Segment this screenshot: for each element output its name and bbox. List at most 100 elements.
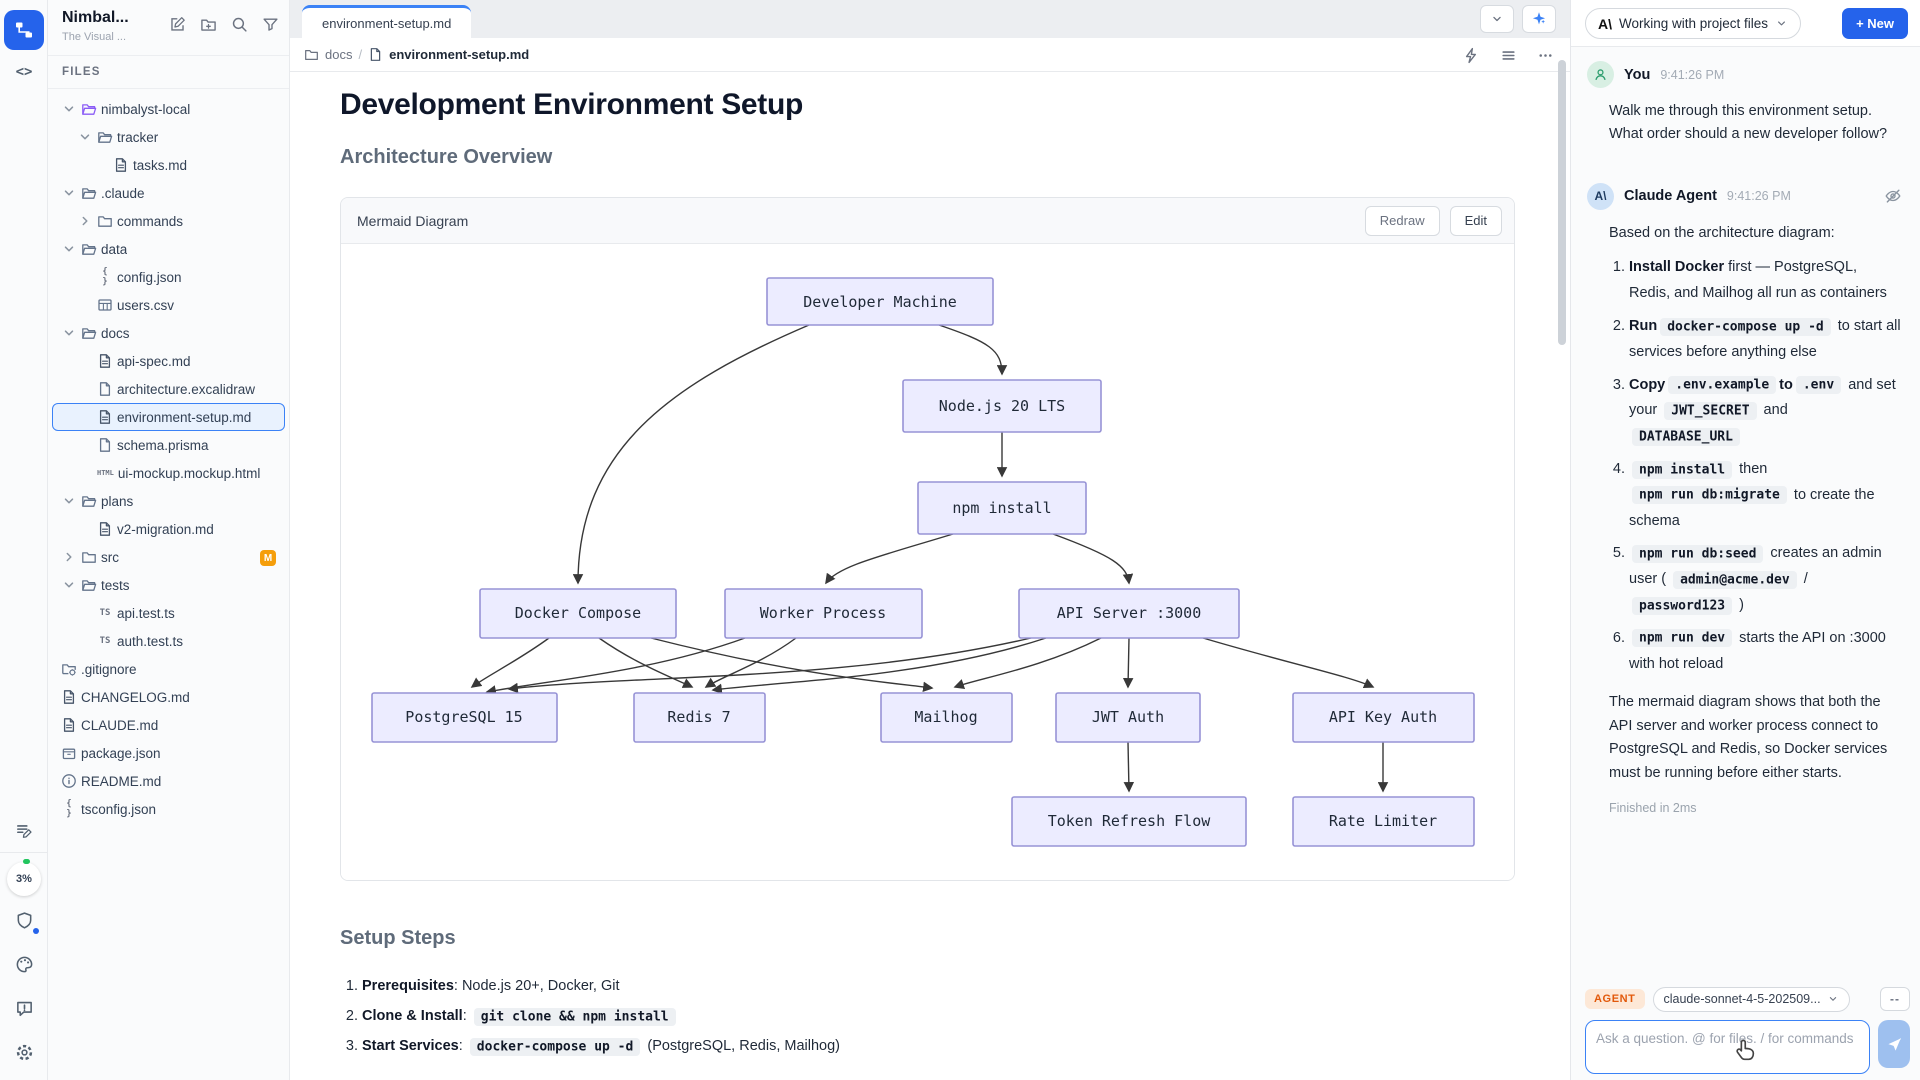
diagram-node-api-key-auth[interactable]: API Key Auth bbox=[1292, 692, 1475, 743]
tree-item-api-spec-md[interactable]: api-spec.md bbox=[52, 347, 285, 375]
chevron-down-icon bbox=[1829, 997, 1836, 1001]
file-tree: nimbalyst-local tracker tasks.md .claude… bbox=[48, 89, 289, 823]
redraw-button[interactable]: Redraw bbox=[1364, 205, 1440, 236]
model-selector[interactable]: claude-sonnet-4-5-202509... bbox=[1652, 986, 1850, 1012]
modified-badge: M bbox=[260, 550, 276, 566]
chevron-down-icon[interactable] bbox=[77, 129, 93, 145]
chevron-down-icon[interactable] bbox=[61, 577, 77, 593]
eye-off-icon[interactable] bbox=[1884, 187, 1902, 205]
settings-button[interactable] bbox=[0, 1036, 48, 1068]
tree-item-claude[interactable]: .claude bbox=[52, 179, 285, 207]
tab-environment-setup[interactable]: environment-setup.md bbox=[302, 5, 472, 38]
inline-code: npm run db:seed bbox=[1632, 544, 1764, 563]
diagram-node-postgresql[interactable]: PostgreSQL 15 bbox=[371, 692, 558, 743]
edge-devmachine-node bbox=[938, 324, 1008, 376]
diagram-node-nodejs[interactable]: Node.js 20 LTS bbox=[902, 379, 1102, 433]
tree-item-commands[interactable]: commands bbox=[52, 207, 285, 235]
tree-item-users-csv[interactable]: users.csv bbox=[52, 291, 285, 319]
tree-item-gitignore[interactable]: .gitignore bbox=[52, 655, 285, 683]
breadcrumb-folder[interactable]: docs bbox=[325, 47, 353, 62]
diagram-node-worker-process[interactable]: Worker Process bbox=[724, 588, 923, 639]
tree-item-config-json[interactable]: { }config.json bbox=[52, 263, 285, 291]
folder-open-icon bbox=[82, 188, 97, 199]
chevron-down-icon[interactable] bbox=[61, 493, 77, 509]
chevron-down-icon bbox=[1778, 21, 1786, 26]
diagram-node-redis[interactable]: Redis 7 bbox=[633, 692, 766, 743]
diagram-node-mailhog[interactable]: Mailhog bbox=[880, 692, 1013, 743]
chevron-down-icon[interactable] bbox=[61, 101, 77, 117]
chevron-right-icon[interactable] bbox=[77, 213, 93, 229]
tree-item-nimbalyst-local[interactable]: nimbalyst-local bbox=[52, 95, 285, 123]
tree-item-tests[interactable]: tests bbox=[52, 571, 285, 599]
tree-item-tasks-md[interactable]: tasks.md bbox=[52, 151, 285, 179]
tree-item-tracker[interactable]: tracker bbox=[52, 123, 285, 151]
zap-icon[interactable] bbox=[1463, 47, 1480, 64]
svg-text:Worker Process: Worker Process bbox=[760, 604, 886, 622]
chat-mode-selector[interactable]: A\ Working with project files bbox=[1585, 8, 1802, 39]
message-alert-icon bbox=[16, 1001, 32, 1016]
diagram-node-jwt-auth[interactable]: JWT Auth bbox=[1055, 692, 1201, 743]
chevron-right-icon[interactable] bbox=[61, 549, 77, 565]
tab-list-button[interactable] bbox=[1480, 5, 1514, 33]
tree-item-tsconfig-json[interactable]: { }tsconfig.json bbox=[52, 795, 285, 823]
ai-new-tab-button[interactable] bbox=[1522, 5, 1556, 33]
diagram-node-rate-limiter[interactable]: Rate Limiter bbox=[1292, 796, 1475, 847]
tree-item-environment-setup-md[interactable]: environment-setup.md bbox=[52, 403, 285, 431]
diagram-node-developer-machine[interactable]: Developer Machine bbox=[766, 277, 994, 326]
edit-button[interactable]: Edit bbox=[1449, 205, 1502, 236]
diagram-node-docker-compose[interactable]: Docker Compose bbox=[479, 588, 677, 639]
svg-text:PostgreSQL 15: PostgreSQL 15 bbox=[405, 708, 522, 726]
menu-icon[interactable] bbox=[1500, 47, 1517, 64]
folder-gear-icon bbox=[62, 664, 77, 677]
tree-item-changelog-md[interactable]: CHANGELOG.md bbox=[52, 683, 285, 711]
chevron-down-icon[interactable] bbox=[61, 325, 77, 341]
tree-item-readme-md[interactable]: README.md bbox=[52, 767, 285, 795]
chat-input[interactable] bbox=[1585, 1020, 1870, 1074]
inline-code: JWT_SECRET bbox=[1664, 401, 1757, 420]
chevron-down-icon[interactable] bbox=[61, 241, 77, 257]
breadcrumb-file[interactable]: environment-setup.md bbox=[389, 47, 530, 62]
new-folder-button[interactable] bbox=[200, 16, 217, 33]
tree-item-plans[interactable]: plans bbox=[52, 487, 285, 515]
inline-code: docker-compose up -d bbox=[1660, 317, 1831, 336]
svg-text:JWT Auth: JWT Auth bbox=[1092, 708, 1164, 726]
app-logo[interactable] bbox=[4, 10, 44, 50]
diagram-node-npm-install[interactable]: npm install bbox=[917, 481, 1087, 535]
search-button[interactable] bbox=[231, 16, 248, 33]
edge-devmachine-dockercompose bbox=[572, 324, 810, 585]
svg-text:npm install: npm install bbox=[952, 499, 1051, 517]
diagram-node-token-refresh[interactable]: Token Refresh Flow bbox=[1011, 796, 1247, 847]
usage-badge[interactable]: 3% bbox=[7, 859, 41, 896]
edge-apiserver-postgres bbox=[507, 637, 1032, 694]
filter-button[interactable] bbox=[262, 16, 279, 33]
send-button[interactable] bbox=[1878, 1020, 1910, 1068]
security-button[interactable] bbox=[0, 904, 48, 936]
editor-scrollbar-thumb[interactable] bbox=[1558, 60, 1566, 345]
inline-code: npm install bbox=[1632, 460, 1733, 479]
tree-item-docs[interactable]: docs bbox=[52, 319, 285, 347]
tree-item-schema-prisma[interactable]: schema.prisma bbox=[52, 431, 285, 459]
tree-item-package-json[interactable]: package.json bbox=[52, 739, 285, 767]
diagram-node-api-server[interactable]: API Server :3000 bbox=[1018, 588, 1240, 639]
footer-more-button[interactable]: -- bbox=[1880, 987, 1910, 1011]
tree-item-claude-md[interactable]: CLAUDE.md bbox=[52, 711, 285, 739]
chat-header: A\ Working with project files + New bbox=[1571, 0, 1920, 47]
tree-item-data[interactable]: data bbox=[52, 235, 285, 263]
theme-button[interactable] bbox=[0, 948, 48, 980]
new-note-button[interactable] bbox=[169, 16, 186, 33]
setup-step-3: Start Services: docker-compose up -d (Po… bbox=[362, 1036, 1570, 1057]
notes-button[interactable] bbox=[0, 814, 48, 846]
new-chat-button[interactable]: + New bbox=[1842, 8, 1908, 39]
chevron-down-icon[interactable] bbox=[61, 185, 77, 201]
code-view-button[interactable]: <> bbox=[0, 56, 48, 88]
sidebar-header: Nimbal... The Visual ... bbox=[48, 0, 289, 56]
tree-item-architecture-excalidraw[interactable]: architecture.excalidraw bbox=[52, 375, 285, 403]
tab-bar: environment-setup.md bbox=[290, 0, 1570, 38]
more-options-icon[interactable] bbox=[1537, 47, 1554, 64]
tree-item-v2-migration-md[interactable]: v2-migration.md bbox=[52, 515, 285, 543]
feedback-button[interactable] bbox=[0, 992, 48, 1024]
